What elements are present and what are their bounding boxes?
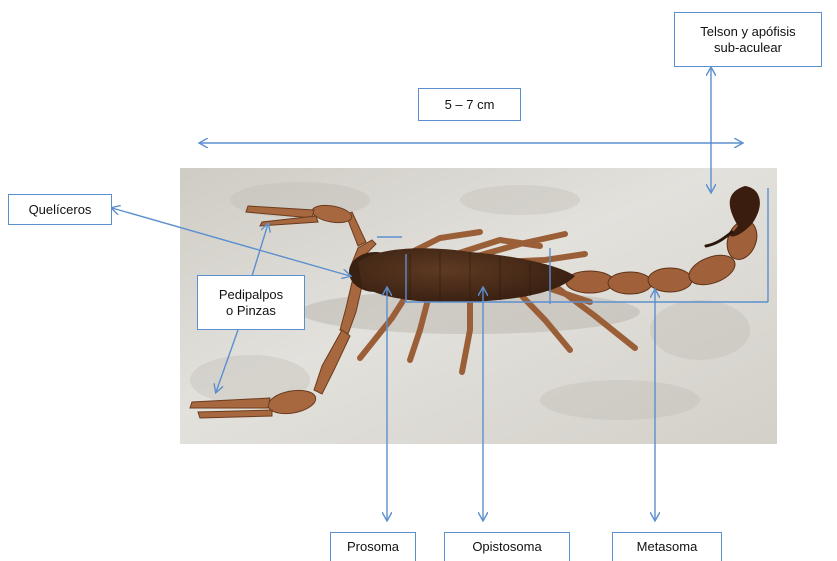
metasoma-label: Metasoma bbox=[612, 532, 722, 561]
queliceros-label: Quelíceros bbox=[8, 194, 112, 225]
prosoma-label: Prosoma bbox=[330, 532, 416, 561]
measure-label: 5 – 7 cm bbox=[418, 88, 521, 121]
telson-label: Telson y apófisis sub-aculear bbox=[674, 12, 822, 67]
pedipalpos-label: Pedipalpos o Pinzas bbox=[197, 275, 305, 330]
opistosoma-label: Opistosoma bbox=[444, 532, 570, 561]
